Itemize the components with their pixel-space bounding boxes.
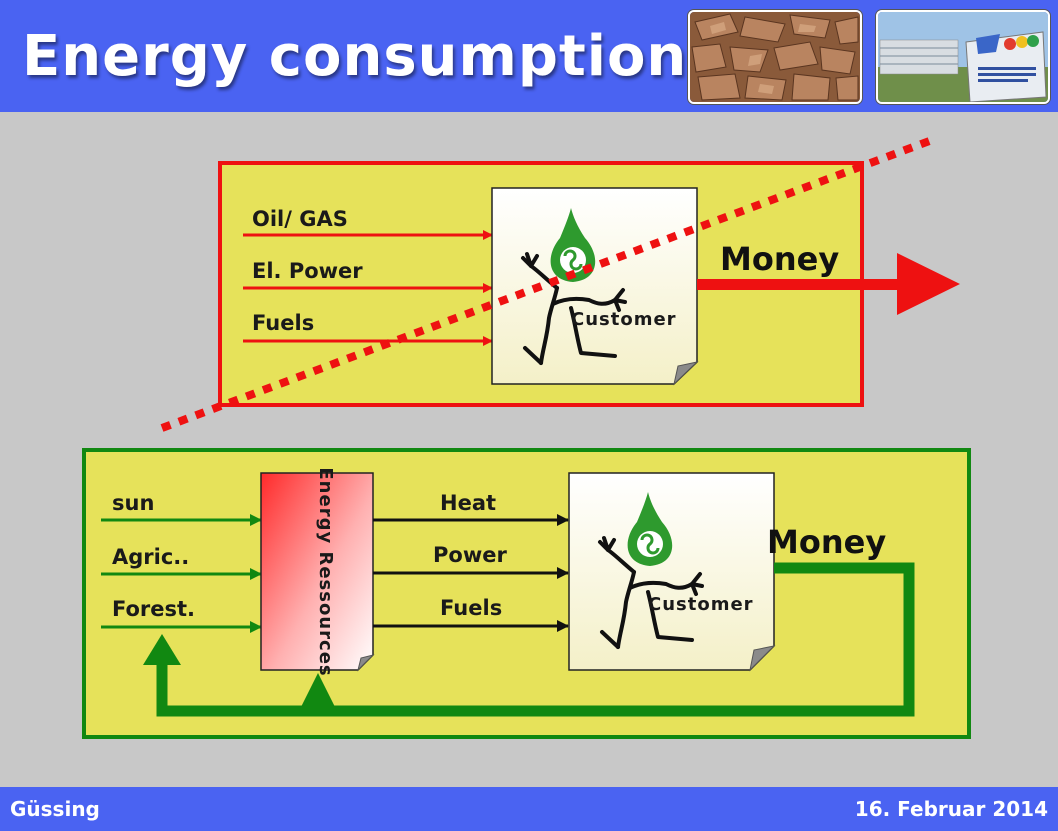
energy-resources-label: Energy Ressources: [315, 467, 336, 676]
source-label-agric: Agric..: [112, 545, 189, 569]
bottom-panel: [82, 448, 971, 739]
header-bar: Energy consumption: [0, 0, 1058, 112]
money-arrow-top: [697, 253, 960, 315]
source-label-sun: sun: [112, 491, 154, 515]
building-logo-photo: [876, 10, 1050, 104]
customer-card-top: Customer: [491, 187, 699, 386]
page-title: Energy consumption: [22, 24, 688, 89]
loop-arrowhead-sources: [143, 634, 181, 665]
top-diagram: Oil/ GAS El. Power Fuels Customer Money: [160, 136, 960, 432]
money-label-bottom: Money: [767, 523, 886, 561]
output-label-heat: Heat: [440, 491, 496, 515]
bottom-diagram: sun Agric.. Forest. Energy Ressources He…: [82, 448, 971, 739]
output-label-power: Power: [433, 543, 507, 567]
footer-location: Güssing: [10, 797, 100, 821]
source-label-forest: Forest.: [112, 597, 195, 621]
cross-out-line: [160, 136, 934, 432]
energy-resources-card: Energy Ressources: [260, 467, 375, 677]
footer-bar: Güssing 16. Februar 2014: [0, 787, 1058, 831]
wood-chips-photo: [688, 10, 862, 104]
input-label-oil-gas: Oil/ GAS: [252, 207, 348, 231]
loop-arrowhead-resources: [299, 673, 337, 711]
energy-flow-diagram: Oil/ GAS El. Power Fuels Customer Money …: [82, 136, 971, 739]
input-label-el-power: El. Power: [252, 259, 363, 283]
output-label-fuels: Fuels: [440, 596, 502, 620]
money-loop: [143, 562, 915, 717]
money-label-top: Money: [720, 240, 839, 278]
customer-label-bottom: Customer: [648, 594, 754, 615]
customer-label-top: Customer: [571, 309, 677, 330]
input-label-fuels: Fuels: [252, 311, 314, 335]
customer-card-bottom: Customer: [568, 472, 776, 672]
footer-date: 16. Februar 2014: [854, 797, 1048, 821]
